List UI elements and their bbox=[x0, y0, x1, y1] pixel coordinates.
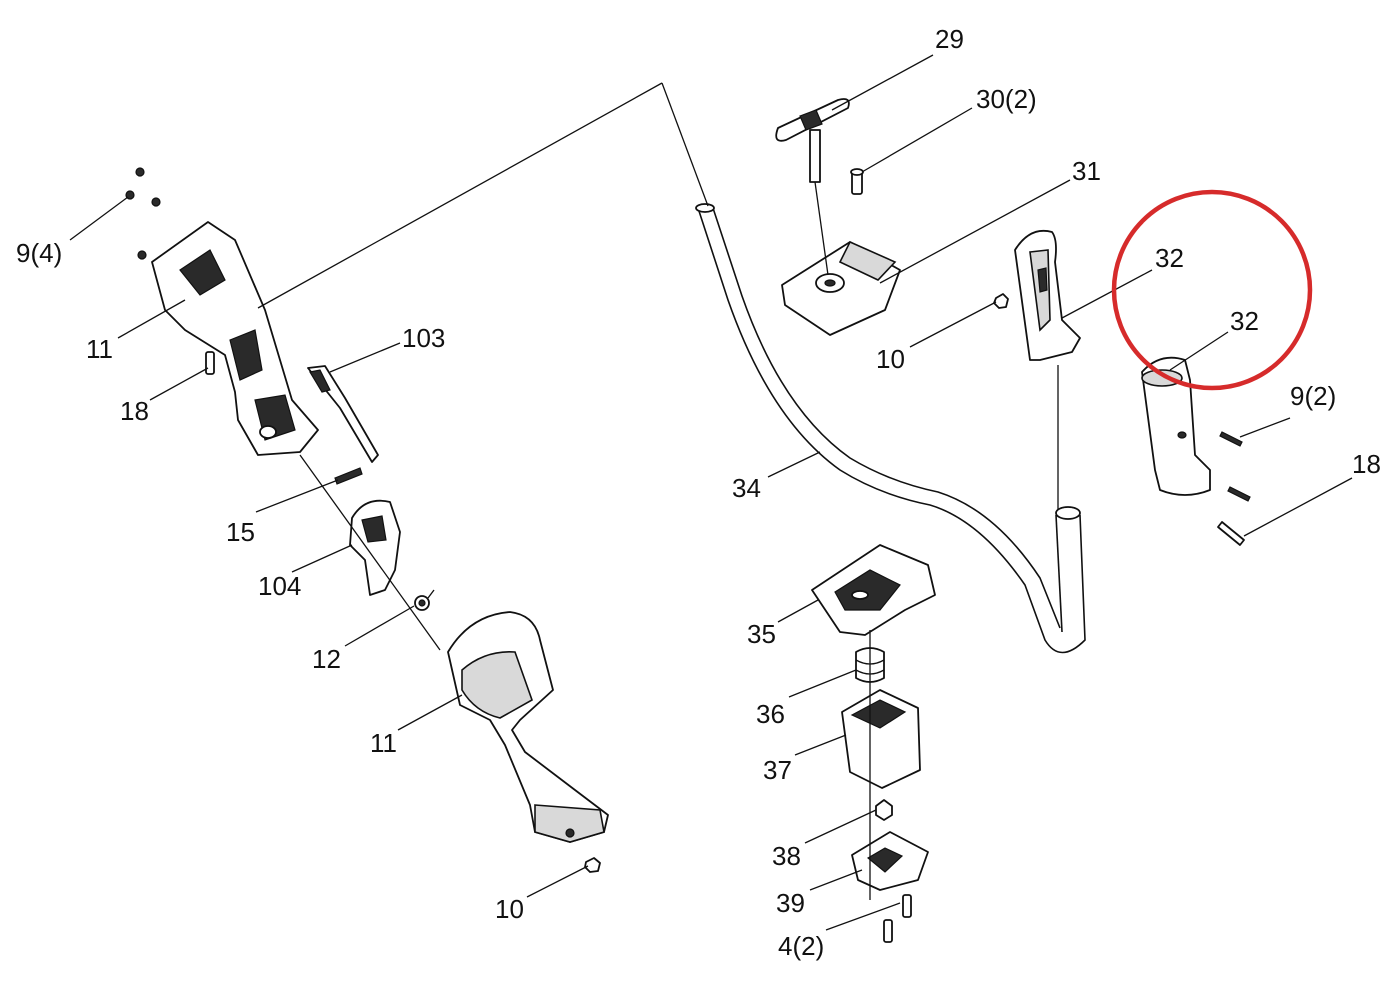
part-34-handlebar-tube bbox=[695, 203, 1086, 654]
label-32-lower: 32 bbox=[1230, 306, 1259, 336]
label-104: 104 bbox=[258, 571, 301, 601]
part-104-trigger bbox=[349, 499, 401, 596]
label-10-lower: 10 bbox=[495, 894, 524, 924]
label-39: 39 bbox=[776, 888, 805, 918]
part-103-switch-rod bbox=[307, 365, 379, 463]
part-9-screws-right bbox=[1219, 431, 1251, 502]
part-10-nut-upper bbox=[993, 293, 1009, 309]
part-35-clamp-base bbox=[811, 544, 936, 636]
label-37: 37 bbox=[763, 755, 792, 785]
label-36: 36 bbox=[756, 699, 785, 729]
part-31-clamp-block bbox=[781, 240, 901, 336]
leader-lines bbox=[69, 54, 1353, 931]
label-11-lower: 11 bbox=[370, 728, 397, 758]
part-29-t-knob bbox=[775, 98, 850, 183]
part-11-housing-cover bbox=[447, 611, 609, 843]
label-35: 35 bbox=[747, 619, 776, 649]
part-11-housing-half bbox=[151, 221, 319, 456]
label-9-4: 9(4) bbox=[16, 238, 62, 268]
label-103: 103 bbox=[402, 323, 445, 353]
part-18-pin-left bbox=[205, 351, 215, 375]
part-15-spring bbox=[334, 467, 363, 485]
label-32-upper: 32 bbox=[1155, 243, 1184, 273]
part-32-grip-right bbox=[1141, 356, 1211, 496]
label-4-2: 4(2) bbox=[778, 931, 824, 961]
label-10-upper: 10 bbox=[876, 344, 905, 374]
part-10-nut-lower bbox=[584, 857, 601, 873]
label-29: 29 bbox=[935, 24, 964, 54]
label-11-upper: 11 bbox=[86, 334, 113, 364]
part-32-grip-left bbox=[1014, 229, 1081, 510]
label-34: 34 bbox=[732, 473, 761, 503]
label-30: 30(2) bbox=[976, 84, 1037, 114]
label-31: 31 bbox=[1072, 156, 1101, 186]
label-9-2: 9(2) bbox=[1290, 381, 1336, 411]
callout-labels: 29 30(2) 31 32 32 9(4) 11 103 10 9(2) 18… bbox=[16, 24, 1381, 961]
label-12: 12 bbox=[312, 644, 341, 674]
label-15: 15 bbox=[226, 517, 255, 547]
label-18-left: 18 bbox=[120, 396, 149, 426]
highlight-circle bbox=[1111, 189, 1313, 391]
part-39-clamp-plate bbox=[851, 831, 929, 891]
part-9-screws-left bbox=[125, 167, 161, 260]
part-4-bolts bbox=[883, 894, 912, 943]
label-38: 38 bbox=[772, 841, 801, 871]
part-37-block bbox=[841, 689, 921, 789]
part-38-nut bbox=[875, 799, 893, 821]
part-30-screw bbox=[850, 168, 864, 195]
part-12-torsion-spring bbox=[414, 589, 435, 611]
label-18-right: 18 bbox=[1352, 449, 1381, 479]
part-18-pin-right bbox=[1217, 521, 1245, 546]
